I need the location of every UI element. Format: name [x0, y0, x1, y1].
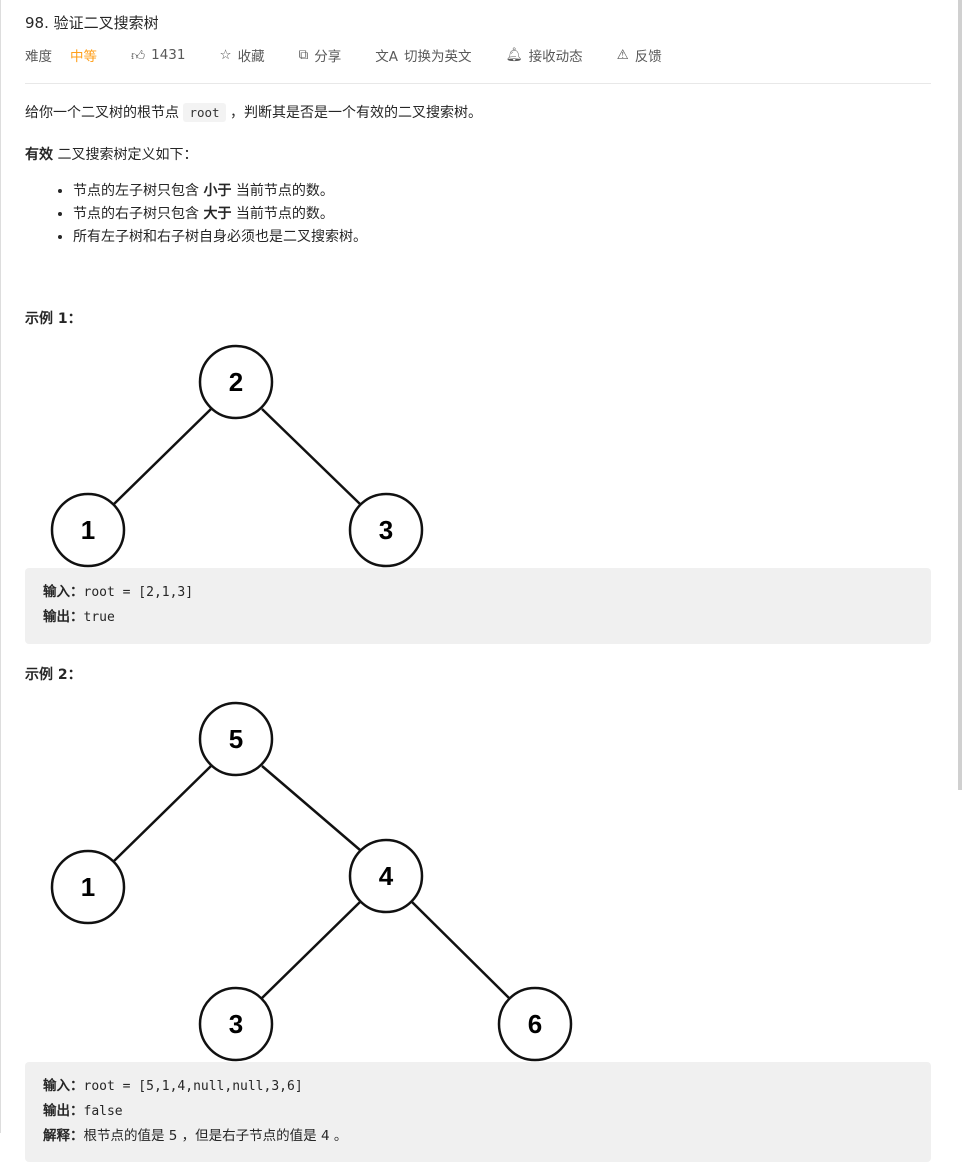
node-label: 3	[229, 1009, 243, 1039]
difficulty-label: 难度	[25, 49, 52, 65]
node-label: 6	[528, 1009, 542, 1039]
example-2-io: 输入：root = [5,1,4,null,null,3,6] 输出：false…	[25, 1062, 931, 1162]
thumbs-up-icon: 👍︎	[131, 47, 146, 64]
translate-icon: 文A	[375, 49, 398, 65]
list-item: 节点的左子树只包含 小于 当前节点的数。	[73, 180, 367, 203]
scrollbar[interactable]	[958, 0, 962, 790]
node-label: 5	[229, 724, 243, 754]
example-2-tree: 5 1 4 3 6	[50, 701, 573, 1062]
favorite-label: 收藏	[237, 49, 265, 65]
definition-rest: 二叉搜索树定义如下：	[53, 147, 198, 163]
example-1-input: root = [2,1,3]	[83, 585, 194, 600]
list-item: 节点的右子树只包含 大于 当前节点的数。	[73, 203, 367, 226]
switch-language-label: 切换为英文	[403, 49, 472, 65]
like-count: 1431	[151, 47, 186, 63]
problem-title: 98. 验证二叉搜索树	[25, 14, 159, 32]
intro-pre: 给你一个二叉树的根节点	[25, 105, 179, 121]
node-label: 2	[229, 367, 243, 397]
feedback-label: 反馈	[634, 49, 662, 65]
definition-bold: 有效	[25, 147, 53, 163]
intro-text: 给你一个二叉树的根节点 root ，判断其是否是一个有效的二叉搜索树。	[25, 102, 482, 122]
star-icon: ☆	[219, 47, 232, 63]
difficulty: 难度 中等	[25, 45, 97, 65]
share-button[interactable]: ⧉ 分享	[299, 45, 342, 65]
feedback-icon: ⚠︎	[616, 47, 629, 63]
inline-code: root	[183, 103, 226, 122]
left-border	[0, 0, 1, 1133]
subscribe-label: 接收动态	[528, 49, 583, 65]
example-2-input: root = [5,1,4,null,null,3,6]	[83, 1079, 303, 1094]
node-label: 1	[81, 872, 95, 902]
example-2-title: 示例 2：	[25, 667, 82, 683]
difficulty-badge: 中等	[70, 49, 97, 65]
example-2-explanation: 根节点的值是 5 ，但是右子节点的值是 4 。	[83, 1128, 348, 1144]
like-button[interactable]: 👍︎ 1431	[131, 47, 185, 64]
example-1-tree: 2 1 3	[50, 344, 424, 568]
example-1-output: true	[83, 610, 115, 625]
share-label: 分享	[314, 49, 342, 65]
bell-icon: 🔔︎	[505, 47, 523, 63]
divider	[25, 83, 931, 84]
subscribe-button[interactable]: 🔔︎ 接收动态	[505, 45, 582, 65]
node-label: 4	[379, 861, 394, 891]
definition-text: 有效 二叉搜索树定义如下：	[25, 144, 197, 164]
share-icon: ⧉	[298, 47, 309, 63]
example-1-title: 示例 1：	[25, 311, 82, 327]
meta-bar: 难度 中等 👍︎ 1431 ☆ 收藏 ⧉ 分享 文A 切换为英文 🔔︎ 接收动态 ⚠︎ 反馈	[25, 45, 696, 65]
rules-list: 节点的左子树只包含 小于 当前节点的数。 节点的右子树只包含 大于 当前节点的数…	[25, 180, 367, 249]
example-1-io: 输入：root = [2,1,3] 输出：true	[25, 568, 931, 644]
node-label: 3	[379, 515, 393, 545]
node-label: 1	[81, 515, 95, 545]
switch-language-button[interactable]: 文A 切换为英文	[375, 45, 471, 65]
tree-node	[50, 344, 424, 568]
feedback-button[interactable]: ⚠︎ 反馈	[617, 45, 662, 65]
example-2-output: false	[83, 1104, 123, 1119]
favorite-button[interactable]: ☆ 收藏	[219, 45, 264, 65]
tree-node	[50, 701, 573, 1062]
list-item: 所有左子树和右子树自身必须也是二叉搜索树。	[73, 226, 367, 249]
intro-post: ，判断其是否是一个有效的二叉搜索树。	[230, 105, 483, 121]
